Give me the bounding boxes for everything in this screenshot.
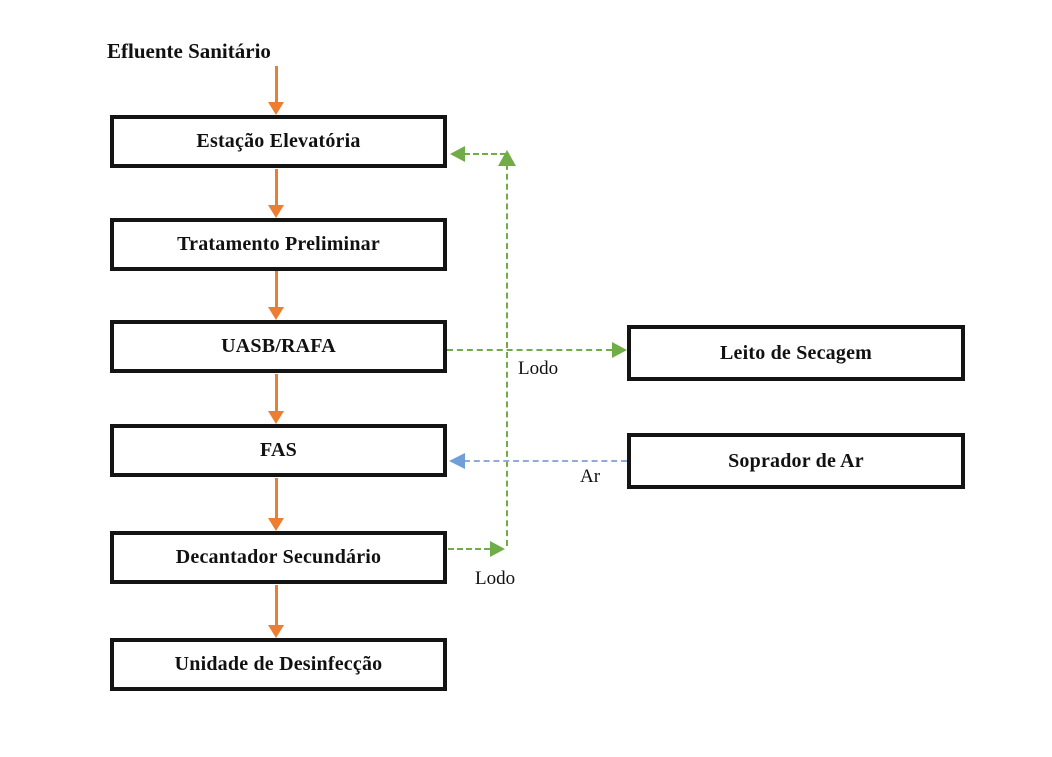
- flow-box-estacao-elevatoria: Estação Elevatória: [110, 115, 447, 168]
- edge-label-lodo-uasb: Lodo: [518, 358, 559, 379]
- flow-box-uasb-rafa: UASB/RAFA: [110, 320, 447, 373]
- side-box-leito-de-secagem: Leito de Secagem: [627, 325, 965, 381]
- sludge-arrowhead-up-icon: [498, 150, 516, 166]
- flow-arrowhead-down-icon: [268, 307, 284, 320]
- flow-box-unidade-desinfeccao: Unidade de Desinfecção: [110, 638, 447, 691]
- sludge-arrowhead-right-icon: [490, 541, 505, 557]
- flow-box-label: Tratamento Preliminar: [177, 233, 380, 255]
- flow-box-label: Estação Elevatória: [196, 130, 361, 152]
- edge-label-ar: Ar: [580, 466, 601, 487]
- flow-arrow-shaft: [275, 585, 278, 626]
- sludge-line-top: [464, 153, 506, 155]
- flow-arrowhead-down-icon: [268, 625, 284, 638]
- source-label: Efluente Sanitário: [107, 39, 271, 63]
- flow-arrowhead-down-icon: [268, 205, 284, 218]
- sludge-arrowhead-left-icon: [450, 146, 465, 162]
- sludge-line-uasb: [447, 349, 612, 351]
- flow-box-tratamento-preliminar: Tratamento Preliminar: [110, 218, 447, 271]
- flow-box-label: FAS: [260, 439, 297, 461]
- side-box-label: Leito de Secagem: [719, 341, 873, 364]
- air-line: [464, 460, 627, 462]
- sludge-line-decantador: [448, 548, 490, 550]
- flow-arrow-shaft: [275, 478, 278, 519]
- air-arrowhead-left-icon: [449, 453, 465, 469]
- flow-arrowhead-down-icon: [268, 102, 284, 115]
- flow-box-label: UASB/RAFA: [221, 335, 336, 357]
- flow-arrowhead-down-icon: [268, 411, 284, 424]
- side-box-soprador-de-ar: Soprador de Ar: [627, 433, 965, 489]
- sludge-arrowhead-right-icon: [612, 342, 627, 358]
- flow-box-label: Decantador Secundário: [175, 546, 382, 568]
- flow-arrow-shaft: [275, 169, 278, 206]
- flow-arrow-shaft: [275, 271, 278, 308]
- side-box-label: Soprador de Ar: [728, 449, 864, 472]
- edge-label-lodo-decantador: Lodo: [475, 568, 516, 589]
- flow-box-label: Unidade de Desinfecção: [174, 653, 383, 675]
- flow-arrowhead-down-icon: [268, 518, 284, 531]
- flow-arrow-shaft: [275, 66, 278, 103]
- flow-arrow-shaft: [275, 374, 278, 412]
- flow-box-decantador-secundario: Decantador Secundário: [110, 531, 447, 584]
- flow-box-fas: FAS: [110, 424, 447, 477]
